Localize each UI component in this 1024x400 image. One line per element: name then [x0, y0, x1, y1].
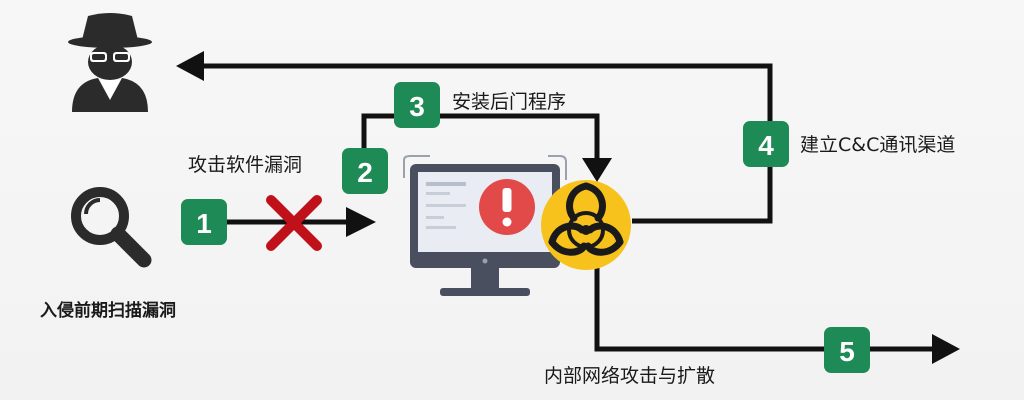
step-badge-1: 1 [181, 199, 227, 245]
svg-text:5: 5 [839, 336, 855, 367]
step-2-label: 攻击软件漏洞 [188, 154, 302, 176]
arrow-step-2-3 [361, 113, 612, 182]
step-4-label: 建立C&C通讯渠道 [800, 134, 955, 156]
arrow-step-5 [594, 262, 960, 364]
scan-label: 入侵前期扫描漏洞 [40, 300, 176, 321]
step-3-label: 安装后门程序 [452, 91, 566, 113]
step-badge-3: 3 [394, 82, 440, 128]
blocked-cross-icon [266, 195, 322, 251]
step-badge-2: 2 [342, 148, 388, 194]
svg-text:3: 3 [409, 91, 425, 122]
step-5-label: 内部网络攻击与扩散 [544, 365, 715, 387]
arrow-step-1 [222, 207, 376, 237]
svg-text:4: 4 [758, 130, 774, 161]
step-badge-4: 4 [743, 121, 789, 167]
biohazard-icon [541, 180, 631, 270]
hacker-icon [68, 13, 152, 112]
svg-text:1: 1 [196, 208, 212, 239]
step-badge-5: 5 [824, 327, 870, 373]
magnifier-icon [71, 187, 152, 268]
alert-icon [479, 179, 535, 235]
svg-text:2: 2 [357, 157, 373, 188]
